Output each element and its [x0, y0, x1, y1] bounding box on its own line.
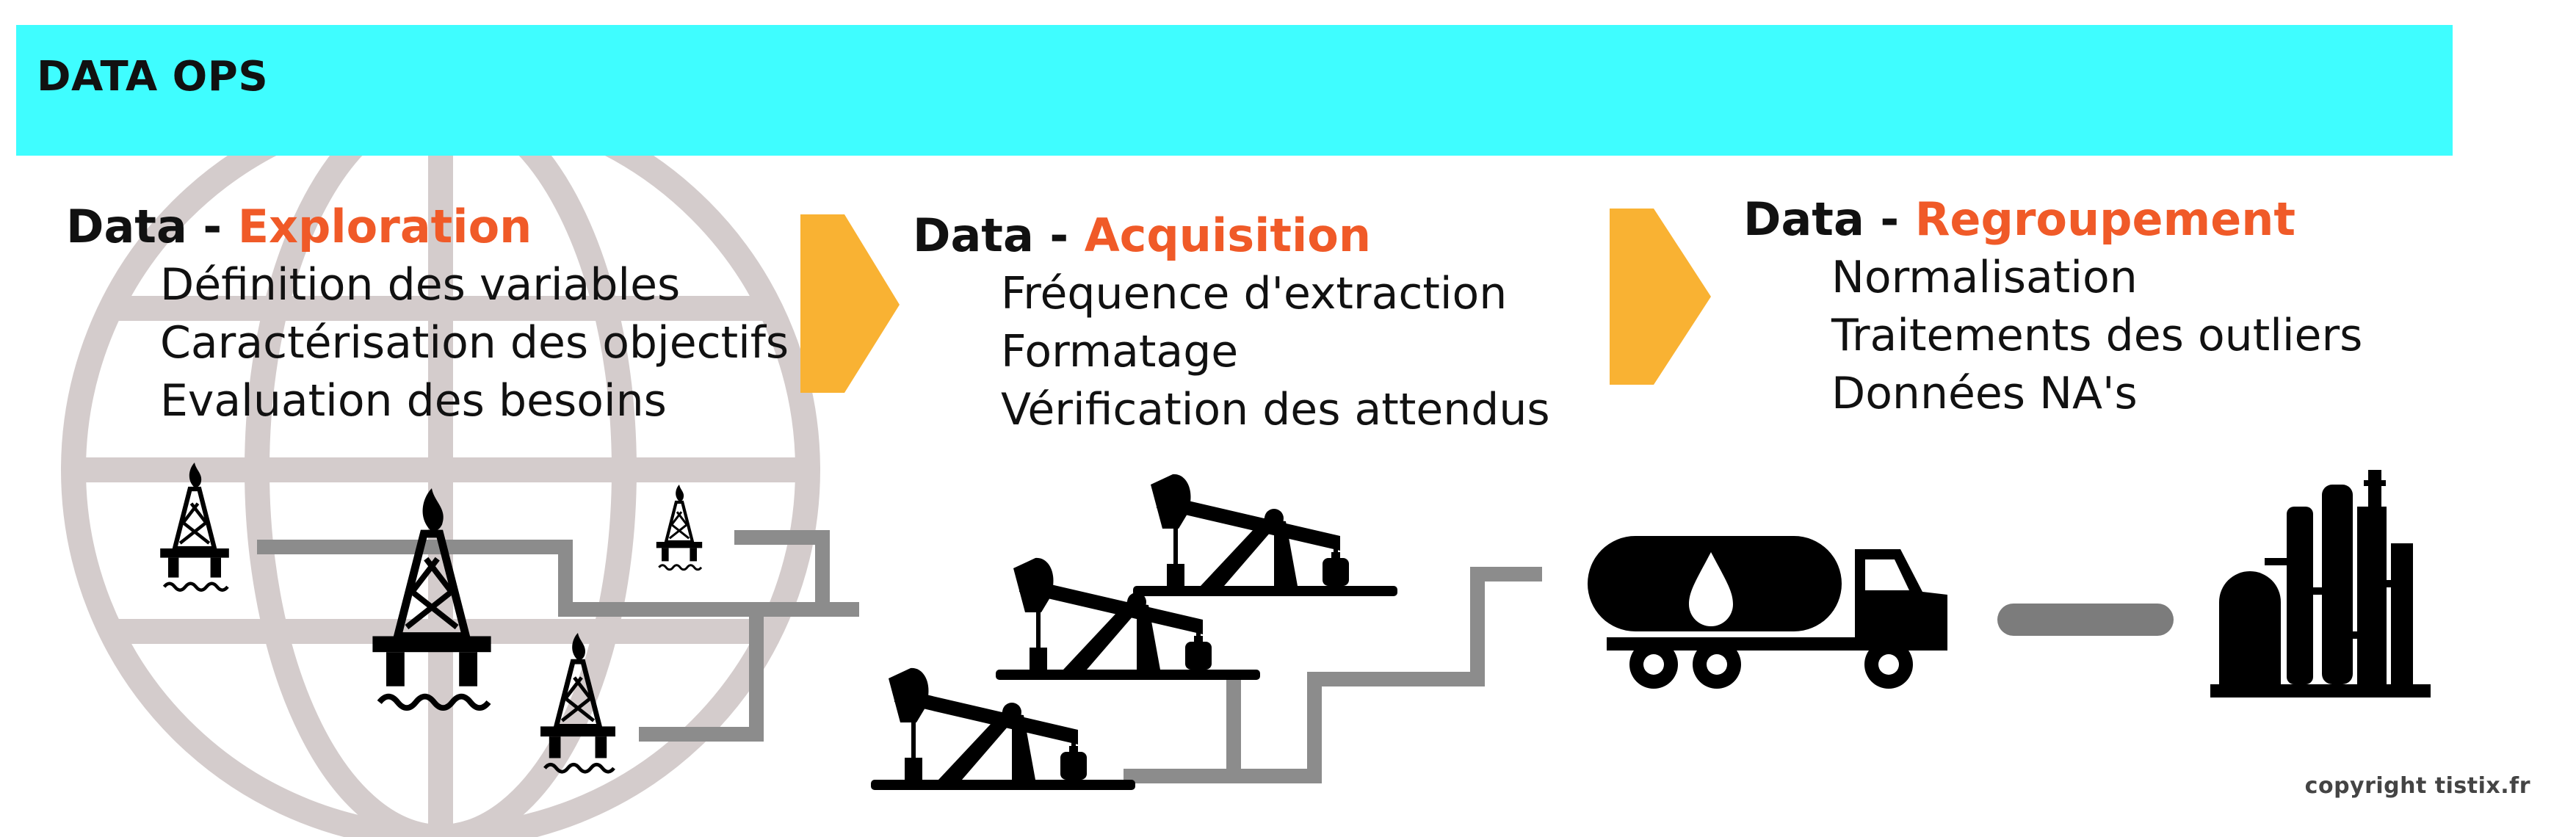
step-prefix: Data -	[913, 209, 1085, 262]
list-item: Caractérisation des objectifs	[160, 317, 789, 369]
step-accent: Exploration	[237, 200, 532, 253]
list-item: Traitements des outliers	[1831, 310, 2363, 361]
refinery-icon	[2210, 470, 2431, 698]
step-items-list: Définition des variables Caractérisation…	[160, 256, 789, 430]
list-item: Evaluation des besoins	[160, 375, 667, 427]
step-acquisition: Data - Acquisition Fréquence d'extractio…	[913, 209, 1550, 439]
step-prefix: Data -	[66, 200, 238, 253]
list-item: Définition des variables	[160, 259, 681, 311]
step-prefix: Data -	[1743, 192, 1915, 246]
step-regroupement: Data - Regroupement Normalisation Traite…	[1743, 192, 2362, 423]
arrow-right-icon	[800, 214, 900, 393]
step-accent: Acquisition	[1084, 209, 1371, 262]
step-heading: Data - Acquisition	[913, 209, 1550, 262]
list-item: Données NA's	[1831, 368, 2138, 419]
banner-title: DATA OPS	[37, 53, 269, 101]
list-item: Formatage	[1001, 326, 1239, 377]
oil-drop-icon	[1689, 552, 1733, 626]
step-accent: Regroupement	[1914, 192, 2296, 246]
step-items-list: Fréquence d'extraction Formatage Vérific…	[1001, 265, 1550, 439]
header-banner: DATA OPS	[16, 25, 2453, 156]
step-heading: Data - Regroupement	[1743, 192, 2362, 246]
step-items-list: Normalisation Traitements des outliers D…	[1831, 249, 2362, 423]
list-item: Vérification des attendus	[1001, 384, 1550, 435]
arrow-right-icon	[1610, 209, 1711, 385]
copyright-text: copyright tistix.fr	[2304, 773, 2530, 799]
tanker-truck-icon	[1588, 536, 1947, 689]
step-heading: Data - Exploration	[66, 200, 789, 253]
list-item: Normalisation	[1831, 252, 2138, 303]
pipe-connector-icon	[257, 530, 1542, 783]
step-exploration: Data - Exploration Définition des variab…	[66, 200, 789, 430]
list-item: Fréquence d'extraction	[1001, 268, 1508, 319]
